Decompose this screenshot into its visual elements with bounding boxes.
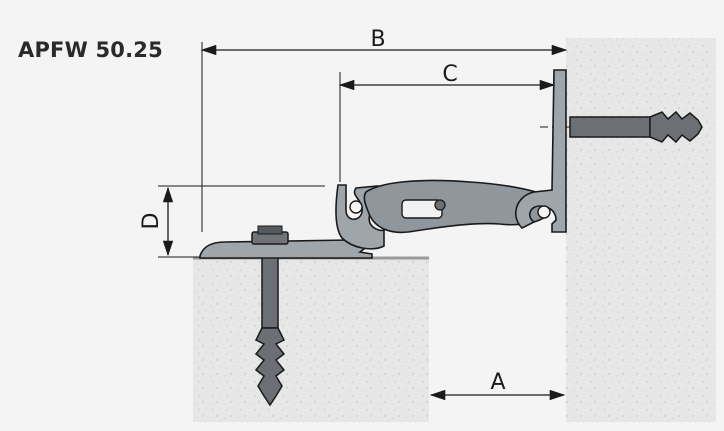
left-concrete-block (193, 257, 429, 422)
dimension-c-label: C (442, 62, 457, 87)
product-title: APFW 50.25 (18, 38, 163, 62)
right-concrete-block (566, 38, 716, 422)
dimension-b-label: B (370, 27, 385, 52)
dimension-c (338, 72, 556, 182)
dimension-d (158, 185, 325, 258)
dimension-d-label: D (139, 213, 164, 230)
vertical-anchor-icon (254, 247, 286, 407)
dimension-a-label: A (490, 370, 505, 395)
dimension-b (200, 42, 568, 232)
right-wall-profile (514, 69, 567, 233)
